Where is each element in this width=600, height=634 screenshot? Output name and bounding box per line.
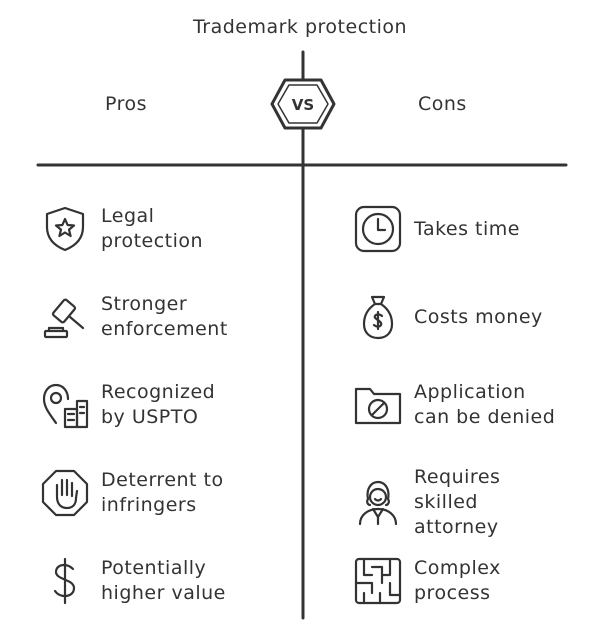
- folder-denied-icon: [350, 377, 406, 433]
- clock-icon: [350, 201, 406, 257]
- location-building-icon: [37, 377, 93, 433]
- pros-item: Potentially higher value: [37, 553, 226, 609]
- pros-item-label: Deterrent to infringers: [101, 469, 224, 516]
- cons-item: Requires skilled attorney: [350, 465, 500, 540]
- shield-star-icon: [37, 201, 93, 257]
- stop-hand-icon: [37, 465, 93, 521]
- attorney-icon: [350, 475, 406, 531]
- cons-item: Takes time: [350, 201, 520, 257]
- cons-item-label: Costs money: [414, 305, 543, 328]
- vs-badge: VS: [270, 78, 336, 130]
- cons-item: Costs money: [350, 289, 543, 345]
- pros-heading: Pros: [105, 93, 148, 115]
- dollar-icon: [37, 553, 93, 609]
- cons-item: Complex process: [350, 553, 501, 609]
- cons-item-label: Takes time: [414, 217, 520, 240]
- pros-item: Stronger enforcement: [37, 289, 228, 345]
- pros-item-label: Stronger enforcement: [101, 293, 228, 340]
- cons-item-label: Application can be denied: [414, 381, 556, 428]
- pros-item: Legal protection: [37, 201, 203, 257]
- cons-item-label: Complex process: [414, 557, 501, 604]
- cons-item: Application can be denied: [350, 377, 555, 433]
- diagram-title: Trademark protection: [192, 16, 408, 38]
- gavel-icon: [37, 289, 93, 345]
- pros-item-label: Legal protection: [101, 205, 204, 252]
- pros-item: Recognized by USPTO: [37, 377, 215, 433]
- cons-item-label: Requires skilled attorney: [414, 466, 501, 538]
- pros-item-label: Recognized by USPTO: [101, 381, 216, 428]
- money-bag-icon: [350, 289, 406, 345]
- cons-heading: Cons: [418, 93, 467, 115]
- pros-item-label: Potentially higher value: [101, 557, 226, 604]
- pros-item: Deterrent to infringers: [37, 465, 224, 521]
- maze-icon: [350, 553, 406, 609]
- vs-label: VS: [292, 96, 314, 114]
